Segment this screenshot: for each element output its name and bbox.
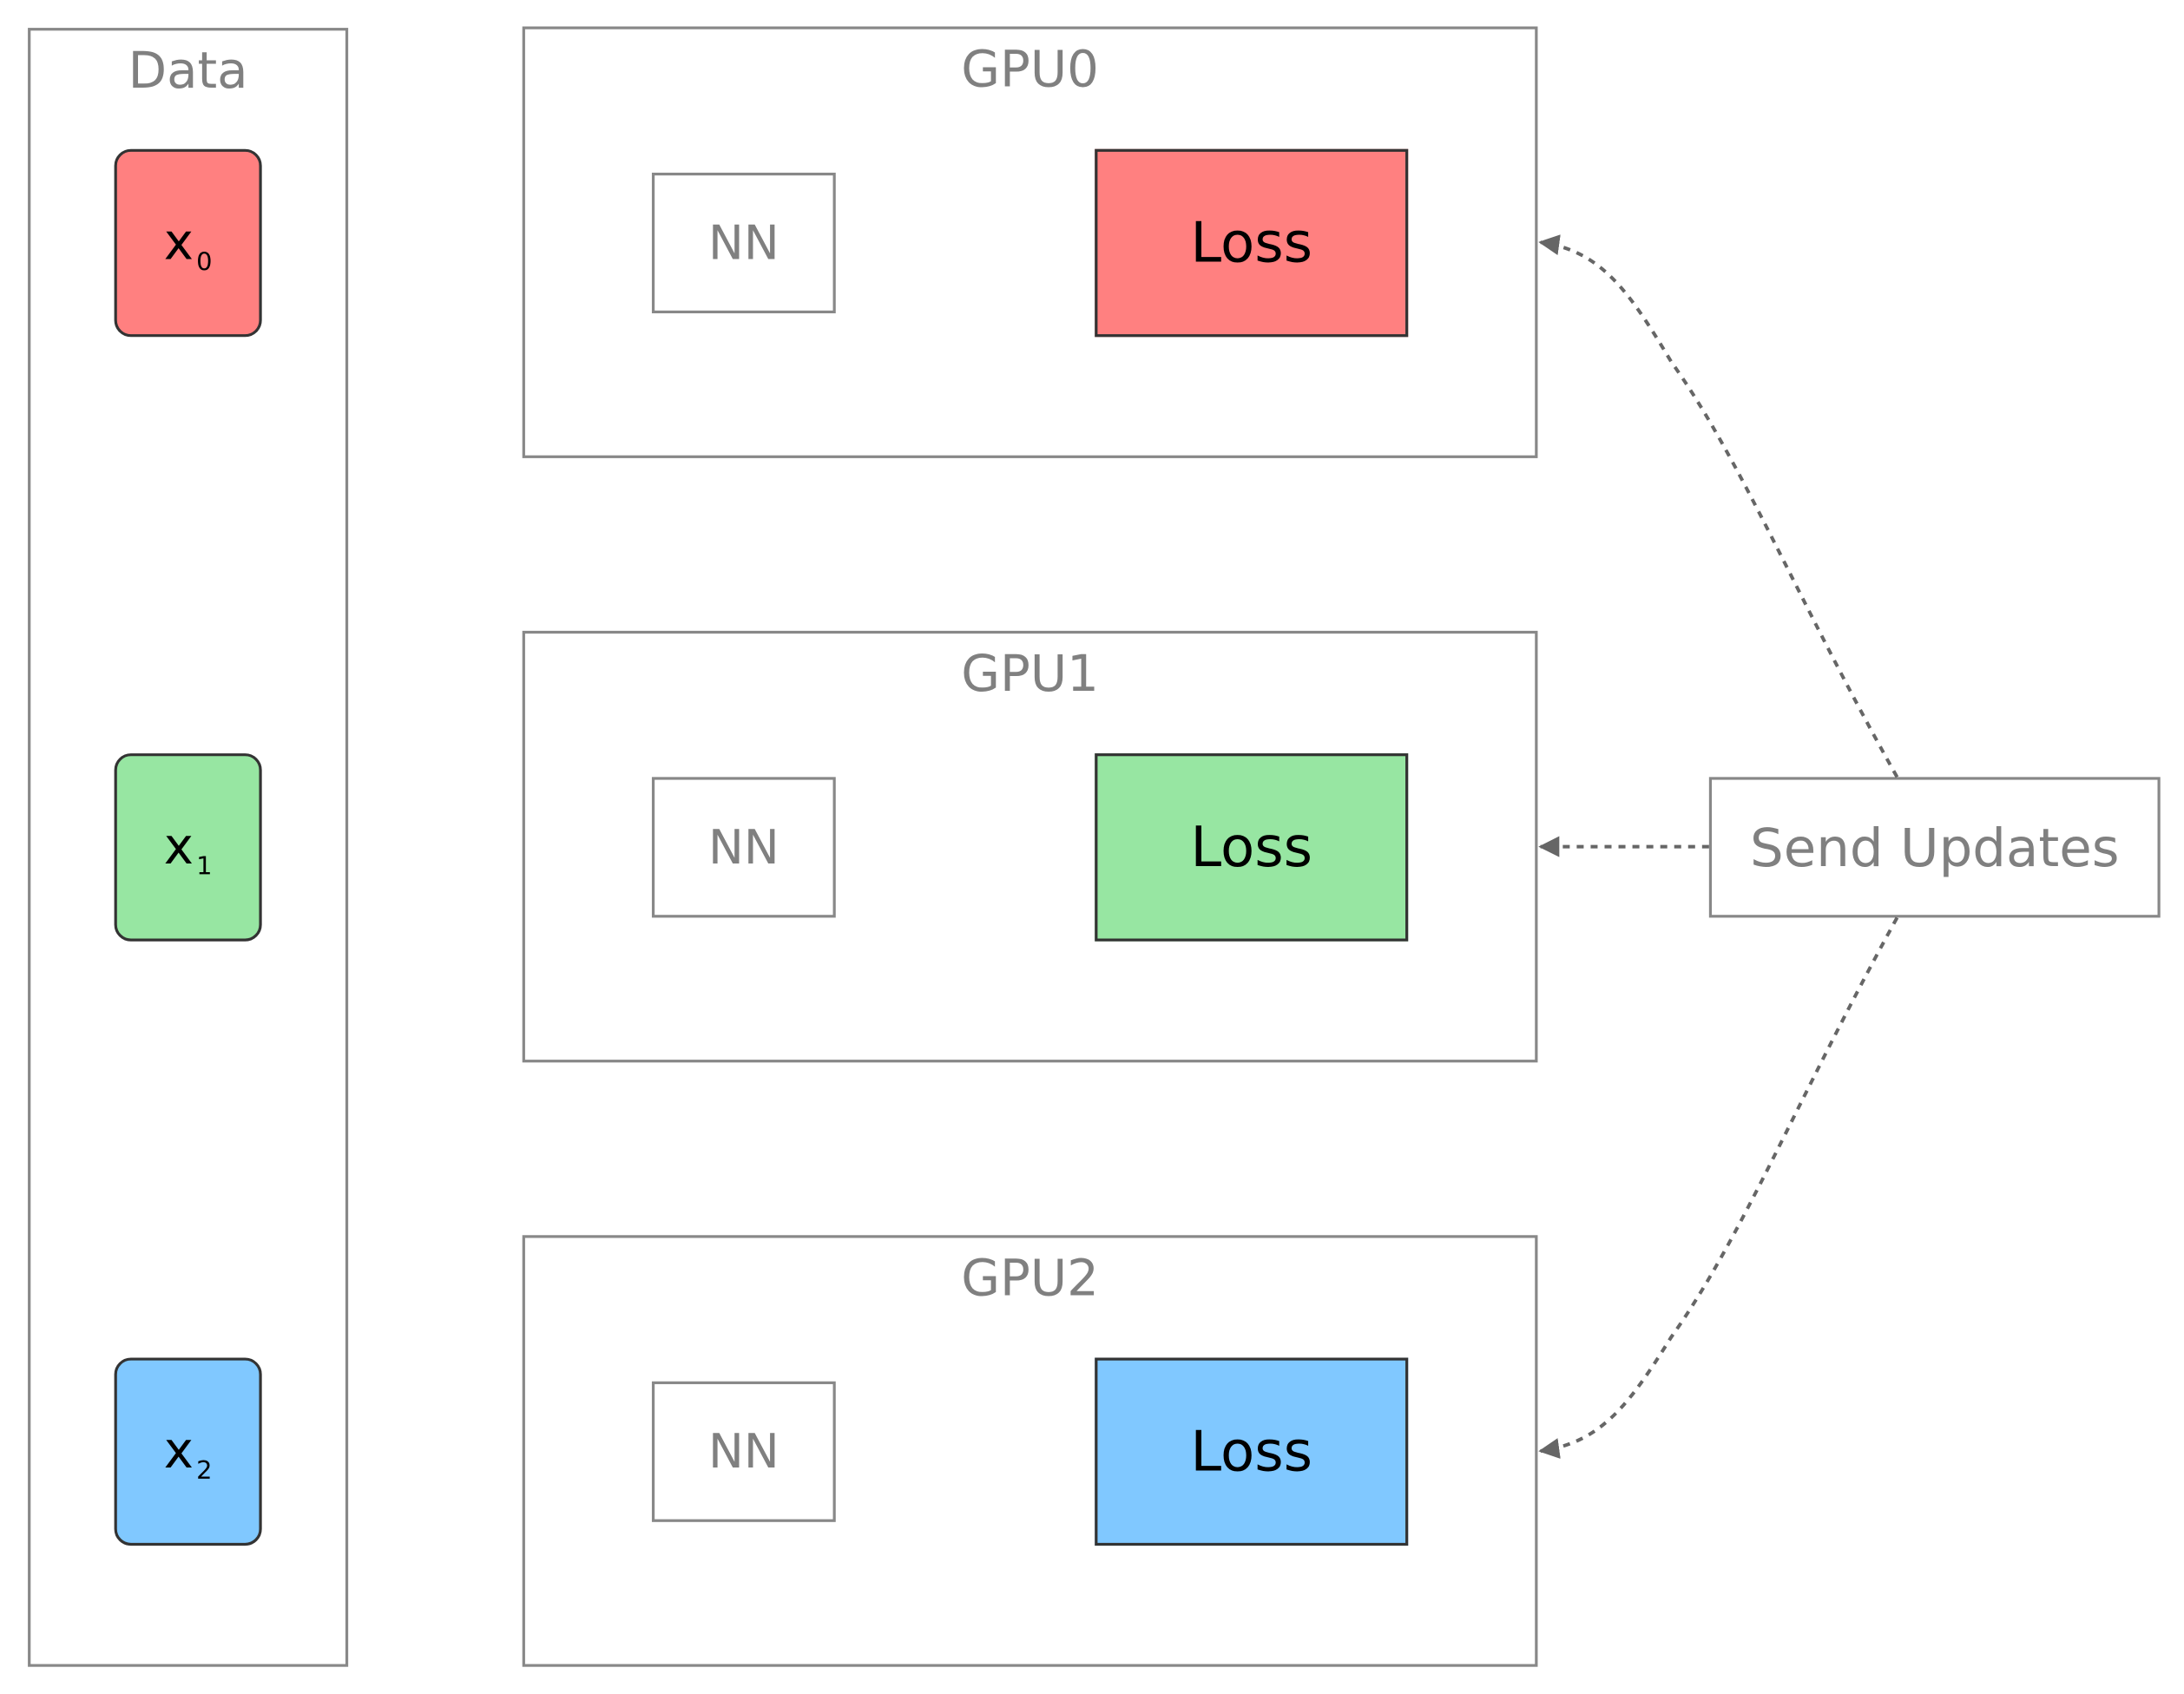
gpu1-loss-box: Loss <box>1095 753 1409 942</box>
arrow-to-gpu2 <box>1538 916 1899 1459</box>
gpu2-title: GPU2 <box>961 1250 1099 1308</box>
input-x2-name: x <box>163 1422 194 1481</box>
arrow-to-gpu0 <box>1538 234 1899 778</box>
gpu0-nn-box: NN <box>651 172 836 314</box>
input-x1-subscript: 1 <box>196 852 213 882</box>
gpu0-title: GPU0 <box>961 42 1099 99</box>
send-updates-box: Send Updates <box>1708 777 2161 918</box>
input-x0-subscript: 0 <box>196 247 213 278</box>
input-x1-name: x <box>163 818 194 877</box>
gpu2-nn-box: NN <box>651 1381 836 1522</box>
input-x2-subscript: 2 <box>196 1456 213 1487</box>
gpu1-title: GPU1 <box>961 646 1099 704</box>
gpu0-loss-box: Loss <box>1095 148 1409 338</box>
data-panel-title: Data <box>128 43 248 101</box>
input-x0-name: x <box>163 214 194 272</box>
gpu1-nn-box: NN <box>651 777 836 918</box>
gpu2-loss-box: Loss <box>1095 1357 1409 1546</box>
